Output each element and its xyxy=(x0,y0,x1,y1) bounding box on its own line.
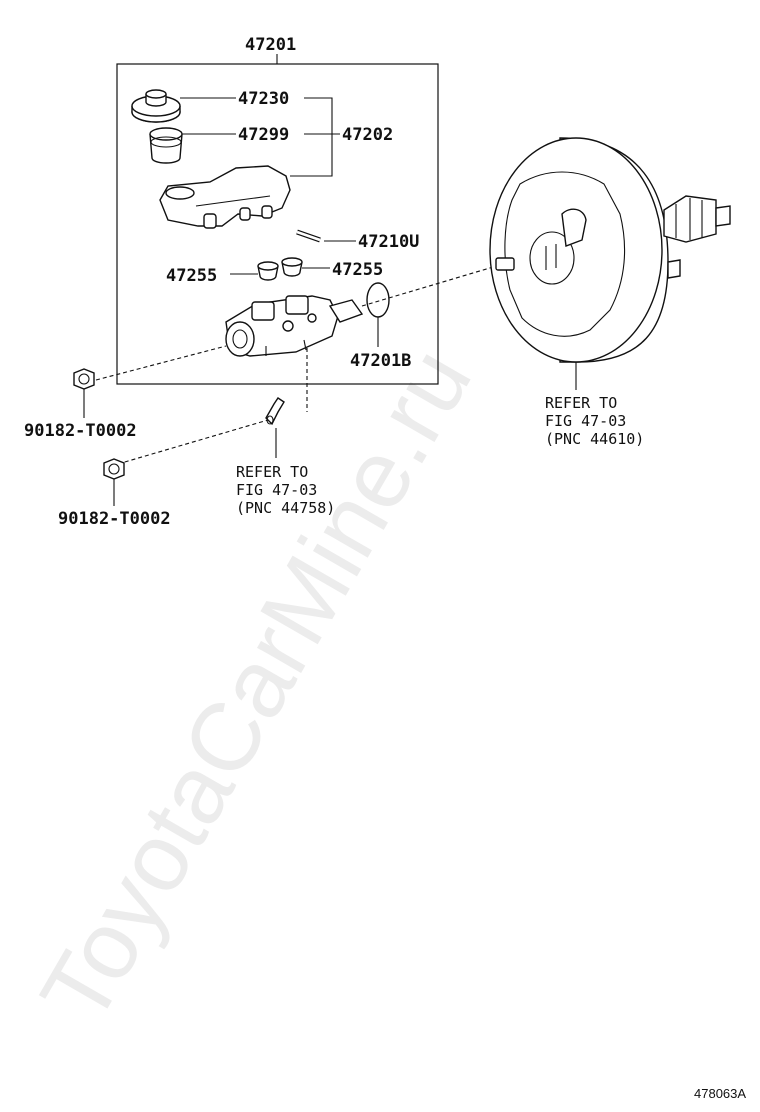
label-47230: 47230 xyxy=(238,89,289,109)
booster-ref-line-1: REFER TO xyxy=(545,394,617,412)
label-90182-bottom: 90182-T0002 xyxy=(58,509,171,529)
reservoir-strainer xyxy=(149,127,183,164)
clamp-ref-line-3: (PNC 44758) xyxy=(236,499,335,517)
master-cylinder-body xyxy=(225,295,364,357)
reservoir-cap xyxy=(131,89,181,123)
flange-nut-bottom xyxy=(103,458,125,480)
grommet-right xyxy=(281,257,303,277)
label-47202: 47202 xyxy=(342,125,393,145)
clamp-ref-line-1: REFER TO xyxy=(236,463,308,481)
label-47299: 47299 xyxy=(238,125,289,145)
bracket-47202 xyxy=(290,97,333,177)
booster-ref-line-2: FIG 47-03 xyxy=(545,412,626,430)
label-47201b: 47201B xyxy=(350,351,411,371)
brake-booster xyxy=(489,137,731,363)
label-47201: 47201 xyxy=(245,35,296,55)
label-47210u: 47210U xyxy=(358,232,419,252)
label-90182-top: 90182-T0002 xyxy=(24,421,137,441)
label-47255-left: 47255 xyxy=(166,266,217,286)
grommet-left xyxy=(257,261,279,281)
label-47255-right: 47255 xyxy=(332,260,383,280)
o-ring xyxy=(366,282,390,318)
brake-fluid-reservoir xyxy=(159,165,291,229)
figure-code: 478063A xyxy=(694,1086,746,1101)
flange-nut-top xyxy=(73,368,95,390)
clamp-ref-line-2: FIG 47-03 xyxy=(236,481,317,499)
line-clamp xyxy=(265,397,285,426)
booster-ref-line-3: (PNC 44610) xyxy=(545,430,644,448)
